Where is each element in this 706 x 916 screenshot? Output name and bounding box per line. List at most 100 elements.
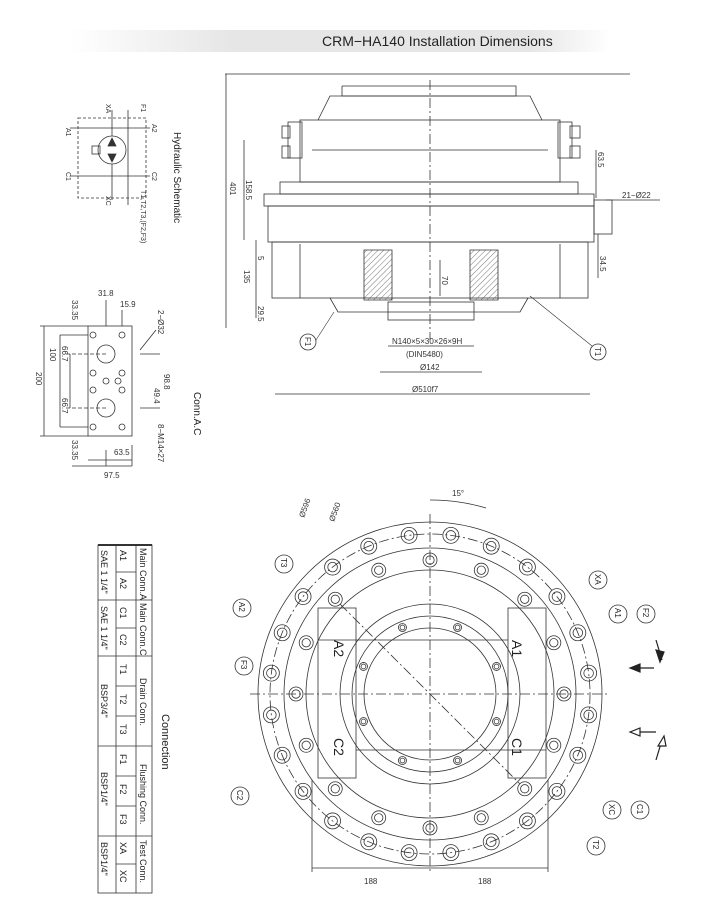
callout-t3: T3 (279, 558, 288, 568)
bolt-hole-inner (549, 638, 559, 648)
bolt-hole-inner (522, 815, 533, 827)
dim-158-5: 158.5 (244, 180, 253, 201)
callout-c2: C2 (235, 790, 244, 801)
port-a2: A2 (331, 640, 347, 657)
bolt-hole (580, 706, 598, 724)
bolt-hole (359, 662, 368, 671)
dim-63-5-side: 63.5 (596, 152, 605, 168)
bolt-hole (569, 624, 587, 642)
callout-circle (274, 554, 294, 574)
callout-circle (234, 656, 254, 676)
dim-5: 5 (256, 256, 265, 261)
bolt-hole-inner (301, 638, 311, 648)
bolt-hole (324, 812, 341, 830)
bolt-hole (324, 558, 341, 576)
connection-table (97, 544, 153, 894)
bolt-hole (298, 635, 314, 651)
port-f2-cell: F2 (118, 784, 128, 795)
hydraulic-schematic-labels: A1 A2 C1 C2 XA XC F1 T1,T2,T3,(F2,F3) (64, 104, 157, 243)
bolt-hole-inner (486, 540, 497, 552)
port-a1: A1 (509, 640, 525, 657)
bolt-hole-inner (445, 530, 457, 541)
dim-15-9: 15.9 (120, 300, 136, 309)
port-label-c2: C2 (150, 172, 157, 181)
dim-29-5: 29.5 (256, 306, 265, 322)
bolt-hole-inner (425, 823, 435, 833)
page-title: CRM−HA140 Installation Dimensions (322, 33, 553, 49)
bolt-hole (453, 756, 462, 765)
spline-spec: N140×5×30×26×9H (392, 337, 463, 346)
callout-f2: F2 (641, 608, 650, 618)
bolt-hole-inner (476, 813, 486, 823)
port-label-f1: F1 (139, 104, 146, 112)
bolt-hole (482, 537, 500, 555)
port-t1-cell: T1 (118, 664, 128, 675)
callout-f3: F3 (239, 660, 248, 670)
bolt-hole (327, 781, 343, 797)
bolt-hole (517, 781, 533, 797)
callout-circle (608, 604, 628, 624)
flow-arrows (628, 639, 667, 761)
port-t2-cell: T2 (118, 694, 128, 705)
bolt-hole-inner (551, 591, 563, 602)
callout-c1: C1 (635, 804, 644, 815)
dim-560: Ø560 (327, 501, 342, 523)
callout-xa: XA (593, 574, 602, 585)
bolt-hole-inner (301, 740, 311, 750)
bolt-hole (492, 717, 501, 726)
bolt-hole-inner (374, 813, 384, 823)
bolt-hole-inner (572, 627, 584, 638)
group-test: Test Conn. (138, 840, 148, 883)
bolt-hole-inner (549, 740, 559, 750)
hydraulic-schematic-label: Hydraulic Schematic (171, 132, 182, 223)
bolt-hole (422, 552, 438, 568)
side-view (225, 73, 660, 395)
size-drain: BSP3/4" (99, 684, 109, 718)
bolt-hole (548, 783, 566, 800)
bolt-hole (453, 623, 462, 632)
bolt-hole (273, 624, 291, 642)
dim-15-deg: 15° (452, 489, 464, 498)
bolt-hole-inner (425, 555, 435, 565)
bolt-hole (580, 664, 598, 682)
bolt-hole-inner (266, 667, 277, 679)
port-xc-cell: XC (118, 870, 128, 883)
bolt-hole (517, 591, 533, 607)
bolt-hole-inner (520, 784, 530, 794)
bolt-hole (473, 562, 489, 578)
port-f1-cell: F1 (118, 754, 128, 765)
size-main-a: SAE 1 1/4" (99, 550, 109, 594)
dim-49-4: 49.4 (152, 388, 161, 404)
port-c1: C1 (509, 738, 525, 756)
port-c2: C2 (331, 738, 347, 756)
bolt-hole (288, 686, 304, 702)
dim-34-5: 34.5 (598, 256, 607, 272)
bolt-hole-inner (476, 565, 486, 575)
dim-97-5: 97.5 (104, 471, 120, 480)
bolt-hole (519, 558, 536, 576)
callout-f1-side: F1 (303, 337, 312, 347)
bolt-hole (294, 588, 312, 605)
bolt-hole (398, 623, 407, 632)
dim-200: 200 (34, 372, 43, 386)
dim-596: Ø596 (297, 497, 312, 519)
bolt-hole (519, 812, 536, 830)
bolt-hole (482, 833, 500, 851)
bolt-hole (548, 588, 566, 605)
bolt-hole-inner (493, 663, 500, 670)
callout-a1: A1 (613, 608, 622, 618)
dim-66-7-bottom: 66.7 (60, 398, 69, 414)
dim-98-8: 98.8 (162, 374, 171, 390)
callout-t2: T2 (591, 840, 600, 850)
dim-188-right: 188 (478, 877, 492, 886)
dim-142: Ø142 (420, 363, 440, 372)
callout-circle (630, 800, 650, 820)
bolt-hole-inner (276, 627, 288, 638)
callout-circle (636, 604, 656, 624)
bolt-hole-inner (583, 667, 594, 679)
spline-standard: (DIN5480) (406, 350, 443, 359)
bolt-hole-inner (520, 594, 530, 604)
port-c1-cell: C1 (118, 607, 128, 619)
bolt-hole (298, 737, 314, 753)
